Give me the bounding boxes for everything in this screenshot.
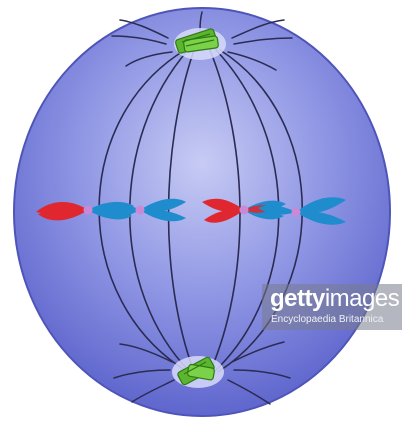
watermark-brand: gettyimages bbox=[270, 285, 399, 313]
centrosome-top bbox=[174, 28, 226, 60]
centrosome-bottom bbox=[172, 356, 224, 388]
getty-images-watermark: gettyimages Encyclopaedia Britannica bbox=[262, 284, 402, 330]
watermark-credit: Encyclopaedia Britannica bbox=[271, 314, 383, 325]
